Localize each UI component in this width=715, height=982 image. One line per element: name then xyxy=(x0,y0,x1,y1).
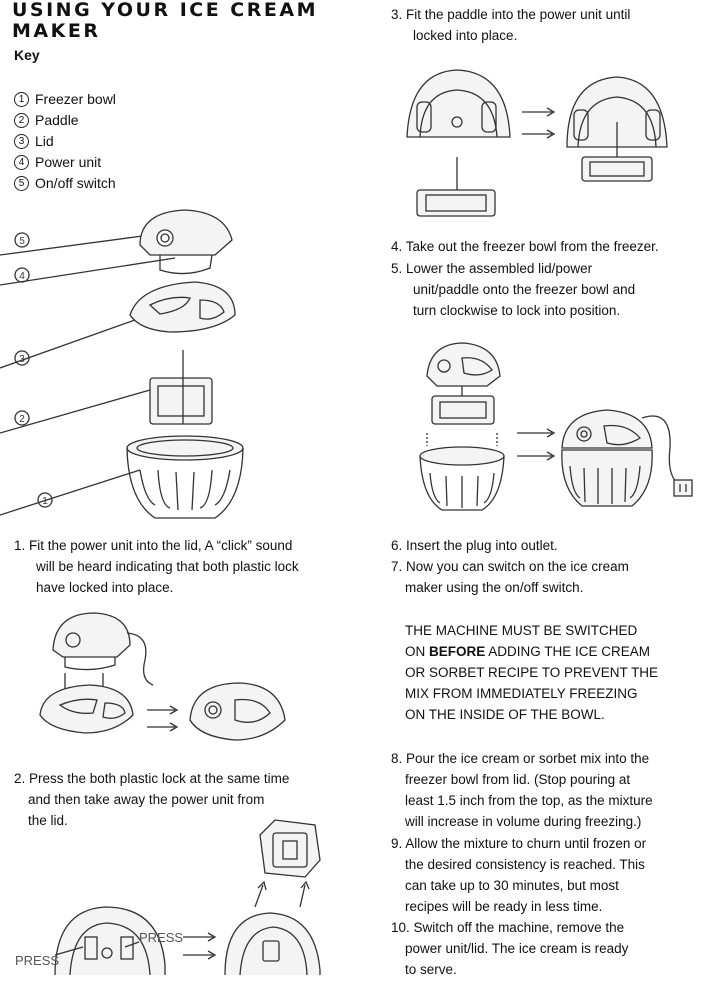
warning-block: THE MACHINE MUST BE SWITCHED ON BEFORE A… xyxy=(405,620,710,725)
svg-text:4: 4 xyxy=(19,271,25,282)
key-label: Power unit xyxy=(35,154,102,170)
step-text: and then take away the power unit from xyxy=(28,792,265,807)
power-unit-drawing xyxy=(139,209,233,275)
key-item: 2 Paddle xyxy=(14,110,116,131)
step-text: can take up to 30 minutes, but most xyxy=(405,878,619,893)
key-label: Lid xyxy=(35,133,54,149)
step-text: locked into place. xyxy=(413,28,518,43)
warning-line: OR SORBET RECIPE TO PREVENT THE xyxy=(405,665,659,680)
svg-text:5: 5 xyxy=(19,236,25,247)
key-number: 2 xyxy=(14,113,29,128)
step-4: 4. Take out the freezer bowl from the fr… xyxy=(391,236,711,257)
step-8: 8. Pour the ice cream or sorbet mix into… xyxy=(391,748,711,832)
step-text: will be heard indicating that both plast… xyxy=(36,559,299,574)
step-text: the lid. xyxy=(28,813,68,828)
key-number: 1 xyxy=(14,92,29,107)
callout-3: 3 xyxy=(0,319,136,369)
warning-text: ADDING THE ICE CREAM xyxy=(485,644,651,659)
page-title: USING YOUR ICE CREAM MAKER xyxy=(12,0,318,42)
key-list: 1 Freezer bowl 2 Paddle 3 Lid 4 Power unit 5… xyxy=(14,89,116,194)
step-3: 3. Fit the paddle into the power unit un… xyxy=(391,4,711,46)
key-item: 5 On/off switch xyxy=(14,173,116,194)
press-label-left: PRESS xyxy=(15,953,59,968)
step-text: to serve. xyxy=(405,962,457,977)
callout-2: 2 xyxy=(0,389,151,434)
press-label-right: PRESS xyxy=(139,930,183,945)
step-text: 3. Fit the paddle into the power unit un… xyxy=(391,7,631,22)
step-text: 5. Lower the assembled lid/power xyxy=(391,261,593,276)
key-label: Paddle xyxy=(35,112,79,128)
power-unit-drawing xyxy=(52,612,154,686)
step-text: turn clockwise to lock into position. xyxy=(413,303,621,318)
freezer-bowl-drawing xyxy=(419,446,505,511)
step-text: will increase in volume during freezing.… xyxy=(405,814,642,829)
step-text: have locked into place. xyxy=(36,580,174,595)
step-5: 5. Lower the assembled lid/power unit/pa… xyxy=(391,258,711,321)
svg-text:2: 2 xyxy=(19,414,25,425)
power-unit-underside-drawing xyxy=(406,69,511,138)
step-text: least 1.5 inch from the top, as the mixt… xyxy=(405,793,653,808)
paddle-drawing xyxy=(416,157,496,217)
key-number: 4 xyxy=(14,155,29,170)
step-text: power unit/lid. The ice cream is ready xyxy=(405,941,629,956)
key-number: 3 xyxy=(14,134,29,149)
assembled-lid-drawing xyxy=(189,682,286,741)
step-text: 2. Press the both plastic lock at the sa… xyxy=(14,771,290,786)
svg-text:1: 1 xyxy=(42,496,48,507)
lid-drawing xyxy=(129,281,236,333)
key-item: 4 Power unit xyxy=(14,152,116,173)
step-text: 10. Switch off the machine, remove the xyxy=(391,920,625,935)
step-10: 10. Switch off the machine, remove the p… xyxy=(391,917,711,980)
step-text: recipes will be ready in less time. xyxy=(405,899,603,914)
step-text: 4. Take out the freezer bowl from the fr… xyxy=(391,239,659,254)
step-text: 9. Allow the mixture to churn until froz… xyxy=(391,836,647,851)
step-9: 9. Allow the mixture to churn until froz… xyxy=(391,833,711,917)
step-1: 1. Fit the power unit into the lid, A “c… xyxy=(14,535,344,598)
step-text: maker using the on/off switch. xyxy=(405,580,584,595)
step-6: 6. Insert the plug into outlet. xyxy=(391,535,711,556)
key-heading: Key xyxy=(14,47,40,63)
step-7: 7. Now you can switch on the ice cream m… xyxy=(391,556,711,598)
key-item: 3 Lid xyxy=(14,131,116,152)
lid-underside-drawing xyxy=(54,906,166,976)
warning-line: ON THE INSIDE OF THE BOWL. xyxy=(405,707,605,722)
step-2: 2. Press the both plastic lock at the sa… xyxy=(14,768,344,831)
step-text: 6. Insert the plug into outlet. xyxy=(391,538,558,553)
callout-5: 5 xyxy=(0,232,151,256)
key-label: On/off switch xyxy=(35,175,116,191)
warning-line: ON BEFORE ADDING THE ICE CREAM xyxy=(405,641,710,662)
step-text: 1. Fit the power unit into the lid, A “c… xyxy=(14,538,293,553)
paddle-attached-drawing xyxy=(566,76,668,182)
freezer-bowl-drawing xyxy=(126,435,244,519)
step-text: freezer bowl from lid. (Stop pouring at xyxy=(405,772,631,787)
power-unit-removed-drawing xyxy=(259,819,321,878)
step-5-illustration xyxy=(419,342,693,511)
paddle-drawing xyxy=(149,350,213,425)
step-1-illustration xyxy=(39,612,286,741)
assembled-machine-drawing xyxy=(561,409,693,507)
warning-line: MIX FROM IMMEDIATELY FREEZING xyxy=(405,686,638,701)
warning-emphasis: BEFORE xyxy=(429,644,486,659)
step-text: 8. Pour the ice cream or sorbet mix into… xyxy=(391,751,650,766)
assembled-top-drawing xyxy=(426,342,501,425)
key-item: 1 Freezer bowl xyxy=(14,89,116,110)
step-3-illustration xyxy=(406,69,668,217)
callout-4: 4 xyxy=(0,257,176,286)
step-text: 7. Now you can switch on the ice cream xyxy=(391,559,629,574)
step-2-illustration: PRESS PRESS xyxy=(15,819,321,976)
key-label: Freezer bowl xyxy=(35,91,116,107)
callout-1: 1 xyxy=(0,469,141,516)
lid-drawing xyxy=(39,684,134,734)
key-number: 5 xyxy=(14,176,29,191)
exploded-parts-diagram: 5 4 3 2 1 xyxy=(0,209,244,519)
step-text: the desired consistency is reached. This xyxy=(405,857,645,872)
warning-line: THE MACHINE MUST BE SWITCHED xyxy=(405,623,638,638)
lid-removed-drawing xyxy=(224,912,321,976)
warning-text: ON xyxy=(405,644,430,659)
step-text: unit/paddle onto the freezer bowl and xyxy=(413,282,636,297)
